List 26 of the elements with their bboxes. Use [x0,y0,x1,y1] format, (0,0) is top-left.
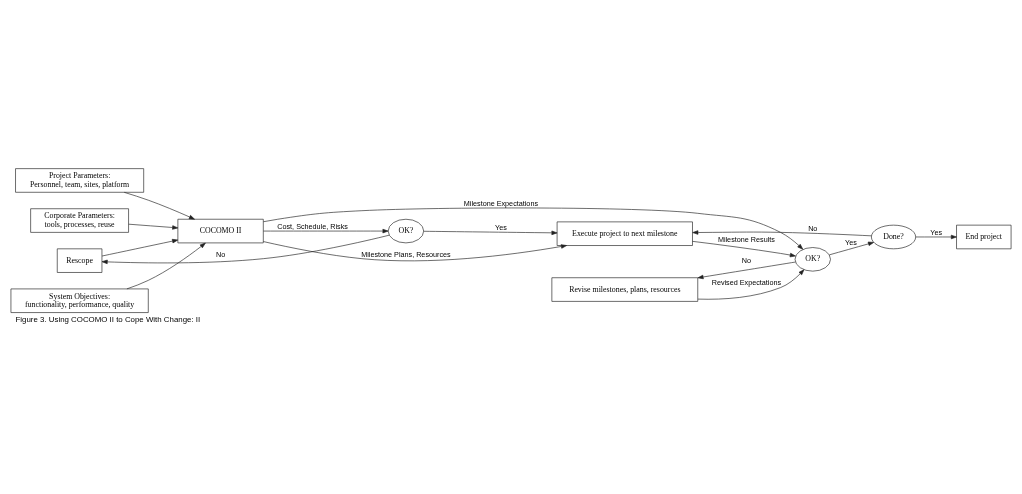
edge-label: Revised Expectations [711,277,782,287]
edge-label: Yes [845,237,857,247]
arrow [126,242,206,289]
edge-label: Milestone Expectations [463,198,539,208]
edge-label: Yes [495,222,507,232]
arrow [915,234,957,239]
arrow [263,228,389,233]
edge-label: No [741,255,752,265]
arrow [829,241,874,255]
arrow [101,234,390,264]
arrow [263,240,567,261]
arrow [101,238,179,256]
edge-label: Milestone Results [717,234,775,244]
edge-label: No [215,249,226,259]
edge-label: No [808,223,818,233]
arrow [692,229,872,236]
arrow [423,230,558,235]
arrow [697,261,796,279]
edge-label: Yes [930,227,943,237]
arrow [263,207,804,250]
arrow [128,223,179,230]
arrow [123,191,195,220]
edge-label: Cost, Schedule, Risks [277,221,348,231]
edge-label: Milestone Plans, Resources [361,249,451,259]
arrow [697,268,805,300]
arrow [692,240,796,257]
